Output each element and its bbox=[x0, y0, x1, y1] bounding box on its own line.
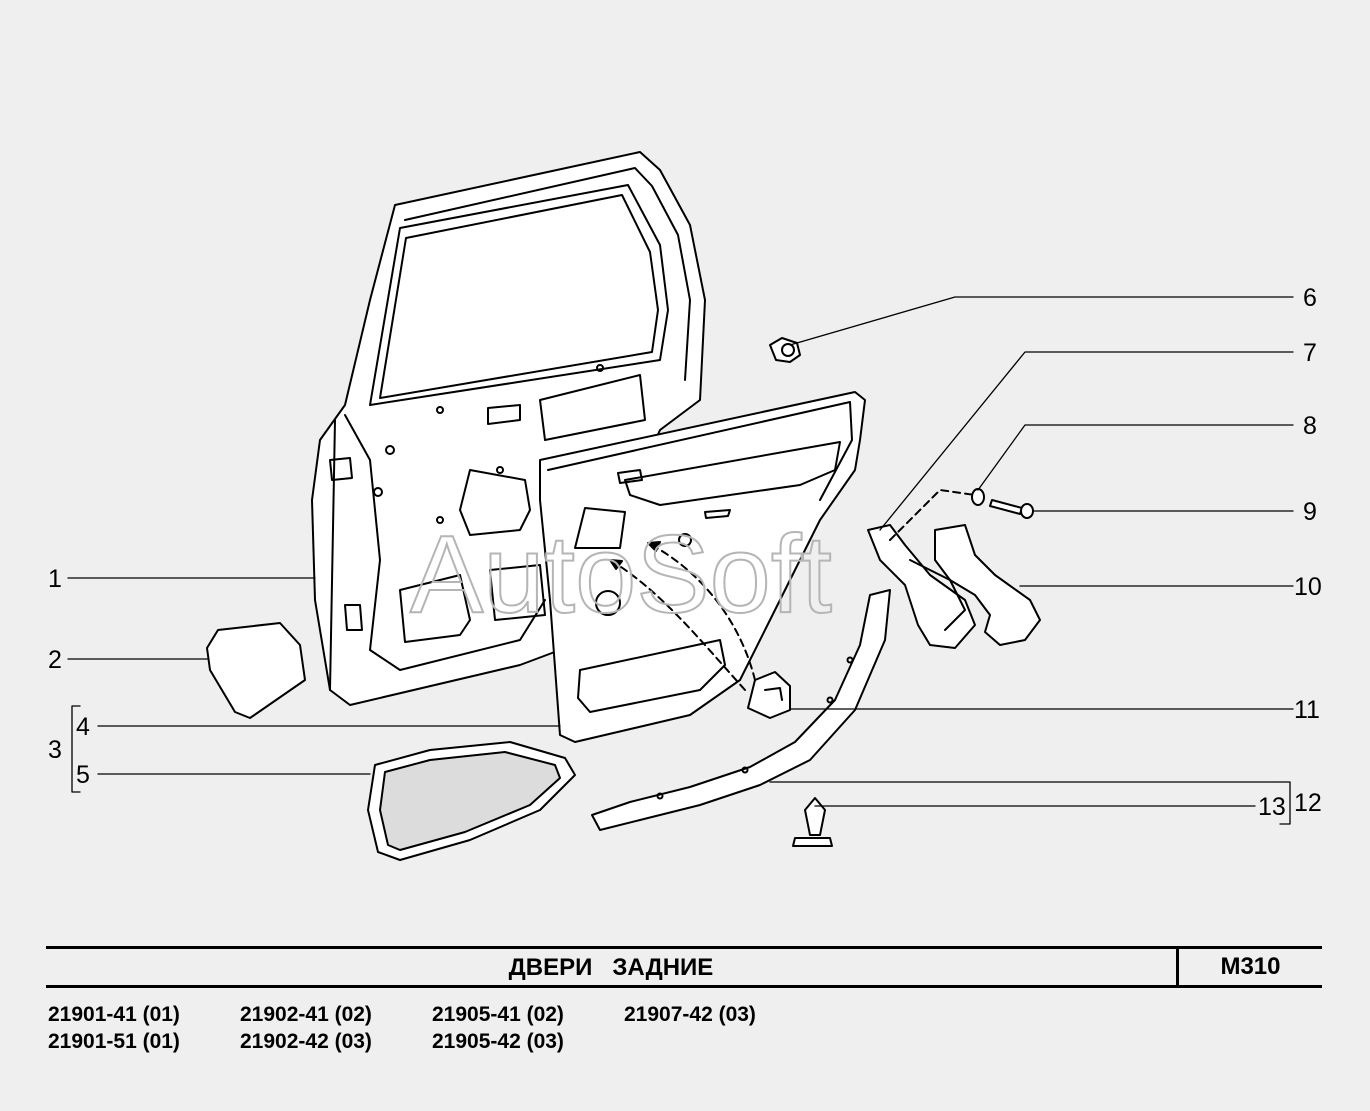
arrow-head bbox=[647, 541, 661, 552]
sheet-code: M310 bbox=[1176, 946, 1322, 988]
page-title: ДВЕРИ ЗАДНИЕ bbox=[508, 954, 714, 981]
callout-8: 8 bbox=[1303, 412, 1317, 440]
handle-insert bbox=[867, 524, 976, 649]
callout-3: 3 bbox=[48, 736, 62, 764]
callout-12: 12 bbox=[1294, 789, 1322, 817]
model-code: 21905-41 (02) bbox=[432, 1003, 564, 1026]
callout-10: 10 bbox=[1294, 573, 1322, 601]
screw bbox=[989, 499, 1034, 519]
callout-1: 1 bbox=[48, 565, 62, 593]
model-code: 21907-42 (03) bbox=[624, 1003, 756, 1026]
cover-plate bbox=[206, 622, 306, 719]
assembly-arrows bbox=[609, 489, 976, 691]
callout-5: 5 bbox=[76, 761, 90, 789]
washer bbox=[971, 488, 985, 506]
watermark: AutoSoft bbox=[410, 513, 832, 636]
rivet bbox=[792, 797, 833, 847]
model-code: 21901-41 (01) bbox=[48, 1003, 180, 1026]
handle-cover bbox=[934, 524, 1041, 646]
speaker-grille bbox=[367, 741, 576, 861]
leader-lines bbox=[67, 296, 1294, 825]
callout-2: 2 bbox=[48, 646, 62, 674]
door-frame bbox=[311, 151, 706, 706]
model-code: 21902-41 (02) bbox=[240, 1003, 372, 1026]
model-code: 21905-42 (03) bbox=[432, 1030, 564, 1053]
callout-7: 7 bbox=[1303, 339, 1317, 367]
model-code: 21902-42 (03) bbox=[240, 1030, 372, 1053]
model-code: 21901-51 (01) bbox=[48, 1030, 180, 1053]
retaining-bracket bbox=[747, 671, 791, 719]
door-trim-panel bbox=[539, 391, 866, 743]
arrow-head bbox=[609, 559, 623, 570]
callout-4: 4 bbox=[76, 713, 90, 741]
title-bar: ДВЕРИ ЗАДНИЕ M310 bbox=[46, 946, 1322, 988]
callout-11: 11 bbox=[1294, 696, 1320, 724]
door-seal bbox=[591, 589, 891, 831]
callout-13: 13 bbox=[1258, 793, 1286, 821]
parts-diagram: AutoSoft 1 2 3 4 5 6 7 8 9 10 11 12 13 bbox=[48, 151, 1322, 861]
callout-9: 9 bbox=[1303, 498, 1317, 526]
callout-6: 6 bbox=[1303, 284, 1317, 312]
clip bbox=[769, 337, 801, 363]
